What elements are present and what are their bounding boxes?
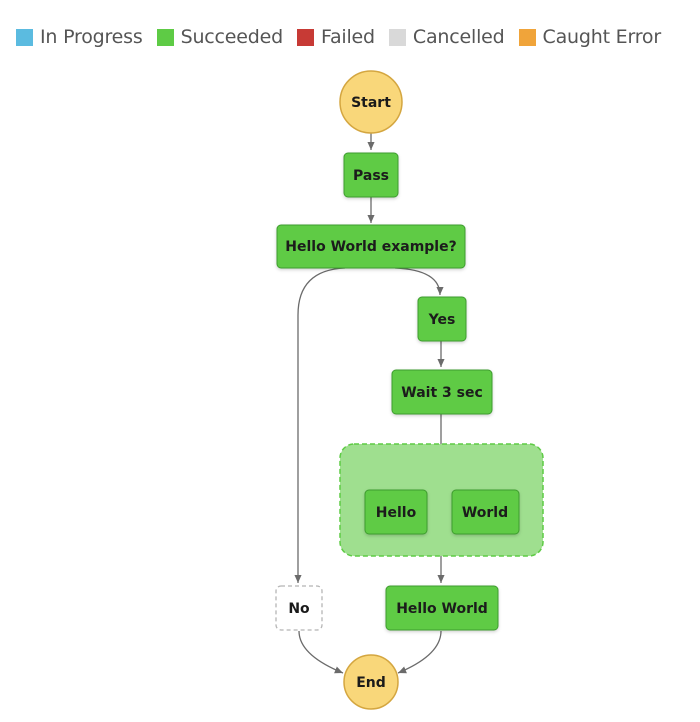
legend-swatch-succeeded bbox=[156, 28, 174, 46]
end-node-label: End bbox=[356, 675, 386, 691]
legend-label-in-progress: In Progress bbox=[40, 26, 143, 48]
start-node[interactable]: Start bbox=[339, 70, 403, 134]
hello-world-state-label: Hello World bbox=[396, 601, 488, 617]
edge-helloworld-end bbox=[397, 630, 442, 674]
no-state[interactable]: No bbox=[275, 585, 323, 631]
legend-label-cancelled: Cancelled bbox=[412, 26, 505, 48]
legend-swatch-cancelled bbox=[388, 28, 406, 46]
world-state-label: World bbox=[462, 505, 508, 521]
world-state[interactable]: World bbox=[451, 489, 520, 535]
pass-state-label: Pass bbox=[353, 168, 389, 184]
legend-swatch-failed bbox=[296, 28, 314, 46]
wait-state[interactable]: Wait 3 sec bbox=[391, 369, 493, 415]
legend-item-failed: Failed bbox=[296, 26, 375, 48]
hello-world-state[interactable]: Hello World bbox=[385, 585, 499, 631]
start-node-label: Start bbox=[351, 95, 391, 111]
edge-choice-no bbox=[294, 267, 346, 583]
edge-choice-yes bbox=[394, 267, 444, 296]
legend-item-succeeded: Succeeded bbox=[156, 26, 284, 48]
legend-label-succeeded: Succeeded bbox=[180, 26, 284, 48]
legend-label-failed: Failed bbox=[320, 26, 375, 48]
no-state-label: No bbox=[288, 601, 310, 617]
yes-state[interactable]: Yes bbox=[417, 296, 467, 342]
legend-item-caught-error: Caught Error bbox=[518, 26, 662, 48]
legend-item-in-progress: In Progress bbox=[16, 26, 143, 48]
end-node[interactable]: End bbox=[343, 654, 399, 710]
yes-state-label: Yes bbox=[428, 312, 456, 328]
choice-state-label: Hello World example? bbox=[285, 239, 456, 255]
hello-state-label: Hello bbox=[376, 505, 417, 521]
choice-state-hello-world-example[interactable]: Hello World example? bbox=[276, 224, 466, 269]
legend: In Progress Succeeded Failed Cancelled C… bbox=[16, 26, 661, 48]
hello-state[interactable]: Hello bbox=[364, 489, 428, 535]
legend-swatch-caught-error bbox=[518, 28, 536, 46]
edge-no-end bbox=[298, 630, 344, 674]
legend-label-caught-error: Caught Error bbox=[542, 26, 662, 48]
legend-item-cancelled: Cancelled bbox=[388, 26, 505, 48]
pass-state[interactable]: Pass bbox=[343, 152, 399, 198]
wait-state-label: Wait 3 sec bbox=[401, 385, 483, 401]
legend-swatch-in-progress bbox=[16, 28, 33, 46]
